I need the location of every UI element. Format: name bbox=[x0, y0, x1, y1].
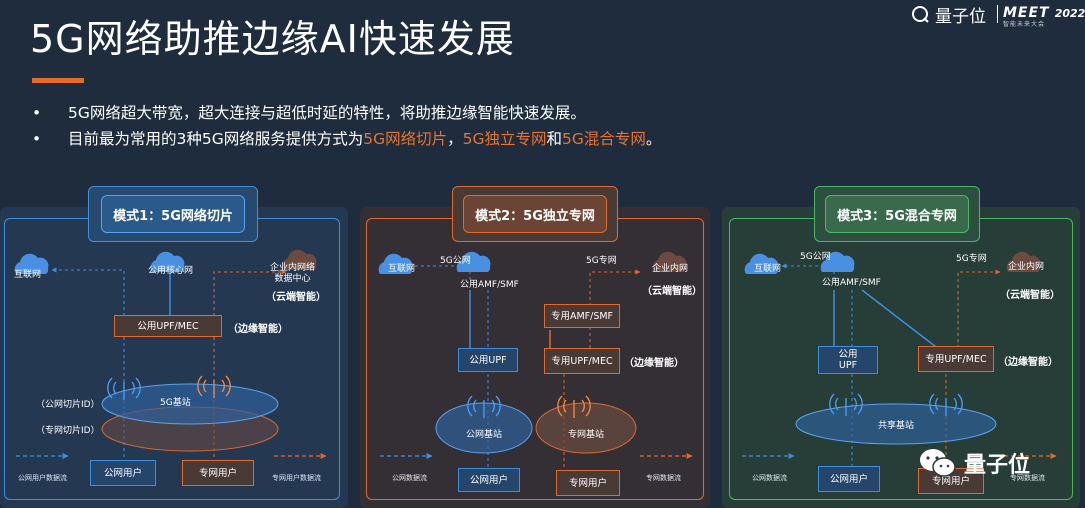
mode2-title: 模式2：5G独立专网 bbox=[463, 195, 607, 233]
title-accent-bar bbox=[32, 78, 84, 83]
mode3-public-upf-line1: 公用 bbox=[838, 349, 858, 360]
meet-text: MEET bbox=[1003, 5, 1050, 21]
bullet-item-2: • 目前最为常用的3种5G网络服务提供方式为 5G网络切片 ， 5G独立专网 和… bbox=[32, 126, 661, 152]
mode2-public-upf-node: 公用UPF bbox=[458, 348, 518, 372]
mode2-enterprise-label: 企业内网 bbox=[652, 264, 689, 274]
bullet-item-1: • 5G网络超大带宽，超大连接与超低时延的特性，将助推边缘智能快速发展。 bbox=[32, 100, 661, 126]
mode1-edge-ai-label: （边缘智能） bbox=[228, 324, 288, 335]
mode2-public-flow-label: 公网数据流 bbox=[392, 474, 427, 482]
mode1-slice-public-label: （公网切片ID） bbox=[36, 400, 100, 410]
mode1-lines bbox=[16, 267, 327, 460]
watermark: 量子位 bbox=[918, 446, 1030, 480]
mode2-private-flow-label: 专网数据流 bbox=[646, 474, 681, 482]
mode3-shared-base-label: 共享基站 bbox=[878, 421, 915, 431]
cloud-icon bbox=[14, 251, 855, 274]
mode1-private-user-node: 专网用户 bbox=[182, 460, 254, 486]
mode3-title: 模式3：5G混合专网 bbox=[825, 195, 969, 233]
mode1-slice-private-label: （专网切片ID） bbox=[36, 426, 100, 436]
bullet-sep-2: 和 bbox=[546, 130, 563, 148]
brand-divider bbox=[997, 5, 998, 23]
bullet-text-pre: 目前最为常用的3种5G网络服务提供方式为 bbox=[68, 130, 364, 148]
page-title: 5G网络助推边缘AI快速发展 bbox=[30, 17, 515, 61]
mode1-public-user-node: 公网用户 bbox=[90, 460, 156, 486]
mode2-private-amf-node: 专用AMF/SMF bbox=[544, 304, 620, 328]
mode3-private-net-label: 5G专网 bbox=[956, 254, 987, 264]
mode3-box-outer: 模式3：5G混合专网 bbox=[814, 186, 980, 242]
mode1-internet-label: 互联网 bbox=[14, 270, 42, 280]
mode1-private-flow-label: 专网用户数据流 bbox=[272, 474, 321, 482]
mode1-core-label: 公用核心网 bbox=[148, 266, 194, 276]
watermark-text: 量子位 bbox=[964, 453, 1031, 478]
antenna-icon bbox=[107, 375, 963, 418]
mode2-internet-label: 互联网 bbox=[388, 264, 416, 274]
mode2-private-upf-node: 专用UPF/MEC bbox=[544, 348, 620, 374]
highlight-standalone: 5G独立专网 bbox=[462, 130, 547, 148]
mode3-public-user-node: 公网用户 bbox=[818, 466, 880, 492]
mode2-cloud-ai-label: （云端智能） bbox=[642, 286, 702, 297]
brand-name: 量子位 bbox=[935, 6, 986, 27]
mode2-private-net-label: 5G专网 bbox=[586, 256, 617, 266]
panel-mode2 bbox=[360, 207, 710, 508]
mode3-cloud-ai-label: （云端智能） bbox=[1000, 290, 1060, 301]
mode1-cloud-ai-label: （云端智能） bbox=[266, 292, 326, 303]
bullet-list: • 5G网络超大带宽，超大连接与超低时延的特性，将助推边缘智能快速发展。 • 目… bbox=[32, 100, 661, 152]
mode1-enterprise-line1: 企业内网络 bbox=[270, 263, 316, 273]
mode3-internet-label: 互联网 bbox=[754, 264, 782, 274]
mode1-public-flow-label: 公网用户数据流 bbox=[18, 474, 67, 482]
meet-subtitle: 智能未来大会 bbox=[1003, 21, 1046, 28]
highlight-hybrid: 5G混合专网 bbox=[562, 130, 646, 148]
mode3-public-upf-node: 公用 UPF bbox=[818, 346, 878, 374]
mode1-upf-mec-node: 公用UPF/MEC bbox=[114, 315, 222, 337]
bullet-sep-1: ， bbox=[447, 130, 463, 148]
mode2-public-amf-label: 公用AMF/SMF bbox=[460, 280, 519, 290]
brand-logo: 量子位 bbox=[910, 2, 986, 27]
mode1-box-outer: 模式1：5G网络切片 bbox=[88, 186, 258, 242]
mode3-public-amf-label: 公用AMF/SMF bbox=[822, 278, 881, 288]
meet-year: 2022 bbox=[1054, 7, 1085, 20]
wechat-icon bbox=[920, 449, 956, 477]
mode1-base-label: 5G基站 bbox=[160, 398, 191, 408]
mode3-public-flow-label: 公网数据流 bbox=[752, 474, 787, 482]
mode1-enterprise-label: 企业内网络 数据中心 bbox=[270, 263, 315, 285]
qbitai-logo-icon bbox=[912, 6, 929, 23]
bullet-dot: • bbox=[32, 130, 42, 148]
mode2-box-outer: 模式2：5G独立专网 bbox=[452, 186, 618, 242]
mode3-edge-ai-label: （边缘智能） bbox=[998, 357, 1058, 368]
mode3-private-flow-label: 专网数据流 bbox=[1010, 474, 1045, 482]
mode2-private-user-node: 专网用户 bbox=[556, 470, 620, 496]
meet-logo: MEET 2022 智能未来大会 bbox=[1003, 2, 1085, 28]
mode1-title: 模式1：5G网络切片 bbox=[101, 195, 245, 233]
mode2-private-base-label: 专网基站 bbox=[568, 430, 605, 440]
mode2-edge-ai-label: （边缘智能） bbox=[624, 358, 684, 369]
mode3-public-net-label: 5G公网 bbox=[800, 252, 831, 262]
bullet-end: 。 bbox=[645, 130, 662, 148]
mode2-public-base-label: 公网基站 bbox=[466, 430, 503, 440]
bullet-text: 5G网络超大带宽，超大连接与超低时延的特性，将助推边缘智能快速发展。 bbox=[68, 104, 586, 122]
mode3-public-upf-line2: UPF bbox=[838, 360, 858, 371]
mode1-enterprise-line2: 数据中心 bbox=[274, 274, 311, 284]
mode2-public-net-label: 5G公网 bbox=[440, 256, 471, 266]
bullet-dot: • bbox=[32, 104, 42, 122]
highlight-slicing: 5G网络切片 bbox=[363, 130, 448, 148]
mode2-public-user-node: 公网用户 bbox=[458, 468, 520, 492]
mode3-private-upf-node: 专用UPF/MEC bbox=[918, 346, 994, 372]
mode3-enterprise-label: 企业内网 bbox=[1008, 262, 1045, 272]
cloud-icon bbox=[282, 249, 1041, 272]
